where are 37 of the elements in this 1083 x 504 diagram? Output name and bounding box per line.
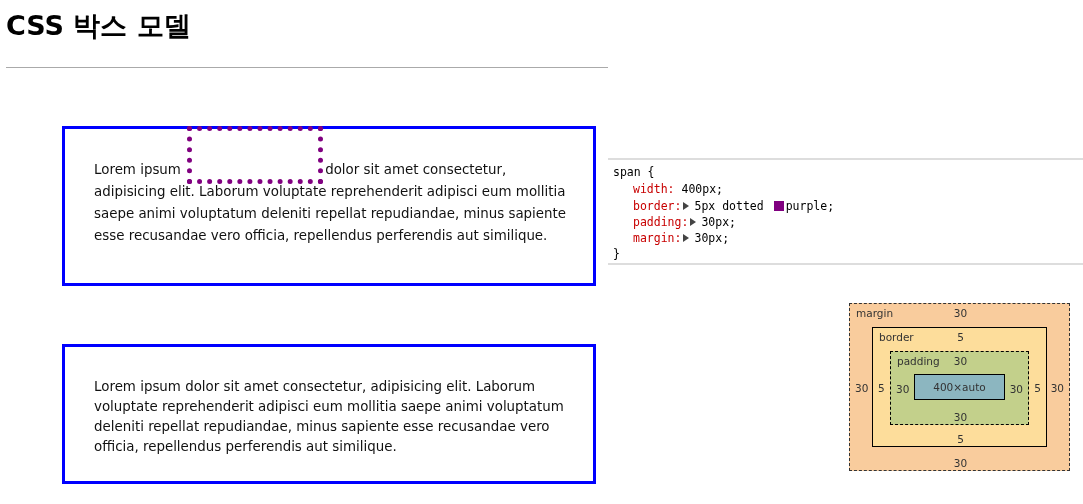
padding-value: 30 — [1009, 383, 1023, 395]
css-value: 5px dotted — [694, 199, 765, 213]
border-value: 5 — [957, 433, 964, 445]
margin-value: 30 — [953, 307, 968, 319]
css-value: purple; — [785, 199, 835, 213]
paragraph-text: Lorem ipsum dolor sit amet consectetur, adipisicing elit. Laborum voluptate reprehenderit adipisci eum mollitia saepe animi voluptatum deleniti repellat repudiandae, minus sapiente esse recusandae vero officia, repellendus perferendis aut similique. — [94, 378, 565, 456]
margin-value: 30 — [1050, 382, 1064, 394]
border-value: 5 — [1034, 382, 1041, 394]
css-value: 30px; — [694, 231, 730, 245]
area-label: margin — [856, 307, 894, 319]
margin-area — [849, 303, 1070, 471]
margin-value: 30 — [855, 382, 869, 394]
css-value: 400px; — [681, 182, 724, 196]
area-label: padding — [897, 355, 940, 367]
css-property: margin: — [633, 231, 682, 245]
area-label: border — [879, 331, 914, 343]
content-box — [62, 344, 596, 484]
padding-value: 30 — [953, 411, 968, 423]
css-property: width: — [633, 182, 675, 196]
content-area — [914, 374, 1005, 400]
dotted-span-box — [187, 126, 324, 184]
padding-value: 30 — [953, 355, 968, 367]
css-value: 30px; — [701, 215, 736, 229]
css-property: padding: — [633, 215, 689, 229]
border-value: 5 — [957, 331, 964, 343]
padding-value: 30 — [896, 383, 910, 395]
code-text: span { — [613, 165, 655, 179]
paragraph-text: Lorem ipsum dolor sit amet consectetur, adipisicing elit. Laborum voluptate reprehenderit adipisci eum mollitia saepe animi voluptatum deleniti repellat repudiandae, minus sapiente esse recusandae vero officia, repellendus perferendis aut similique. — [94, 161, 568, 245]
page-title: CSS 박스 모델 — [6, 9, 191, 43]
css-property: border: — [633, 199, 682, 213]
content-box — [62, 126, 596, 286]
border-value: 5 — [878, 382, 885, 394]
border-area — [872, 327, 1047, 447]
margin-value: 30 — [953, 457, 968, 469]
content-size: 400×auto — [933, 381, 986, 393]
code-text: } — [613, 247, 620, 261]
padding-area — [890, 351, 1029, 425]
